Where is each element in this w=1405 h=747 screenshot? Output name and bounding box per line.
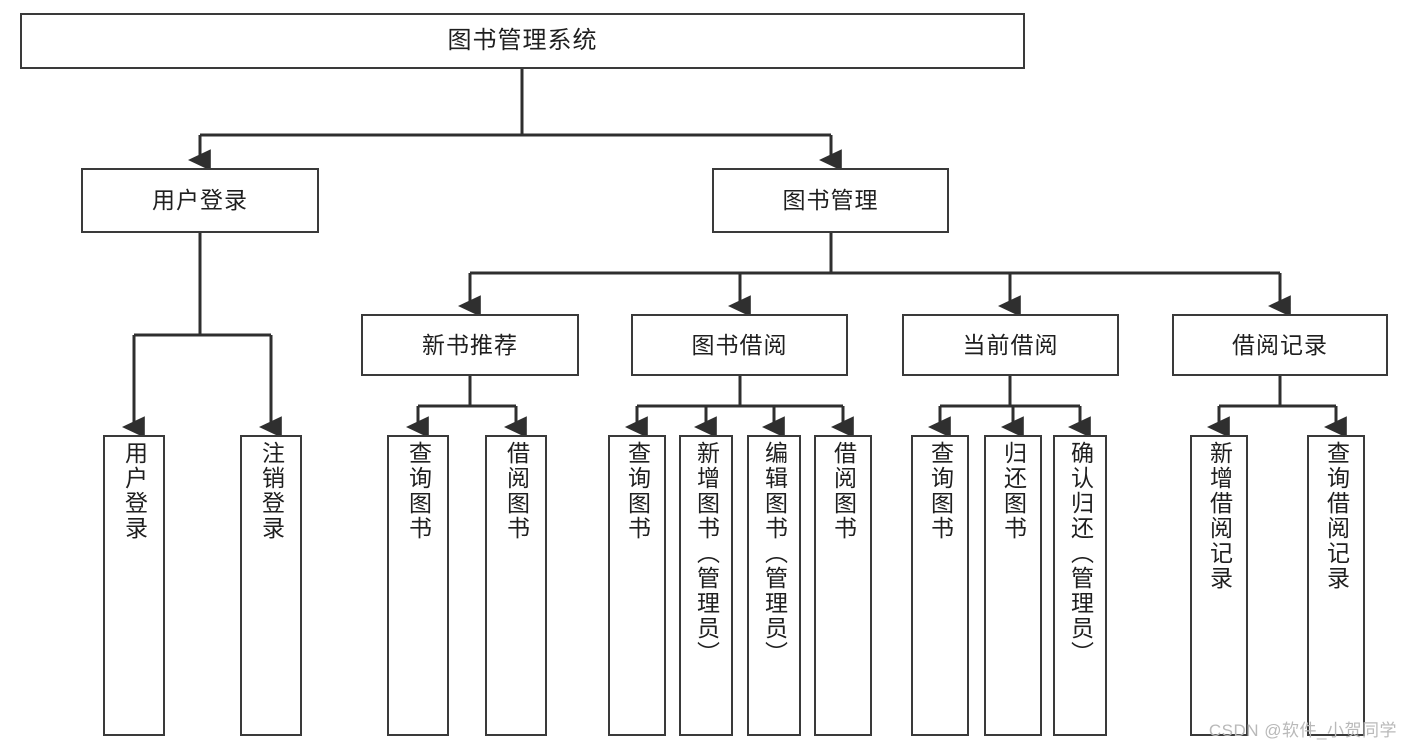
leaf-query-book-borrow[interactable]: 查询图书 — [608, 435, 666, 736]
node-label: 新增借阅记录 — [1206, 441, 1233, 591]
leaf-add-borrow-record[interactable]: 新增借阅记录 — [1190, 435, 1248, 736]
csdn-watermark: CSDN @软件_小贺同学 — [1208, 721, 1397, 740]
node-label: 编辑图书（管理员） — [761, 441, 788, 666]
leaf-borrow-book[interactable]: 借阅图书 — [814, 435, 872, 736]
node-label: 借阅记录 — [1232, 331, 1328, 358]
node-root-system[interactable]: 图书管理系统 — [20, 13, 1025, 69]
leaf-query-borrow-record[interactable]: 查询借阅记录 — [1307, 435, 1365, 736]
node-label: 图书管理 — [782, 187, 879, 214]
node-label: 用户登录 — [152, 187, 248, 214]
node-label: 借阅图书 — [830, 441, 857, 541]
leaf-return-book[interactable]: 归还图书 — [984, 435, 1042, 736]
node-label: 用户登录 — [121, 441, 148, 541]
node-borrow-record[interactable]: 借阅记录 — [1172, 314, 1388, 376]
node-label: 图书管理系统 — [447, 27, 598, 55]
leaf-user-login[interactable]: 用户登录 — [103, 435, 165, 736]
leaf-add-book-admin[interactable]: 新增图书（管理员） — [679, 435, 733, 736]
node-label: 归还图书 — [1000, 441, 1027, 541]
node-label: 图书借阅 — [691, 331, 788, 358]
node-label: 查询图书 — [624, 441, 651, 541]
leaf-user-logout[interactable]: 注销登录 — [240, 435, 302, 736]
node-label: 当前借阅 — [962, 331, 1059, 358]
leaf-confirm-return-admin[interactable]: 确认归还（管理员） — [1053, 435, 1107, 736]
node-label: 查询图书 — [405, 441, 432, 541]
leaf-query-book-newbook[interactable]: 查询图书 — [387, 435, 449, 736]
leaf-query-book-current[interactable]: 查询图书 — [911, 435, 969, 736]
node-current-borrow[interactable]: 当前借阅 — [902, 314, 1119, 376]
node-new-book-recommend[interactable]: 新书推荐 — [361, 314, 579, 376]
node-label: 查询借阅记录 — [1323, 441, 1350, 591]
node-book-management[interactable]: 图书管理 — [712, 168, 949, 233]
node-label: 新书推荐 — [422, 331, 518, 358]
node-label: 借阅图书 — [503, 441, 530, 541]
node-label: 新增图书（管理员） — [693, 441, 720, 666]
node-book-borrow[interactable]: 图书借阅 — [631, 314, 848, 376]
leaf-borrow-book-newbook[interactable]: 借阅图书 — [485, 435, 547, 736]
leaf-edit-book-admin[interactable]: 编辑图书（管理员） — [747, 435, 801, 736]
node-label: 确认归还（管理员） — [1067, 441, 1094, 666]
node-label: 查询图书 — [927, 441, 954, 541]
node-label: 注销登录 — [258, 441, 285, 541]
node-user-login[interactable]: 用户登录 — [81, 168, 319, 233]
